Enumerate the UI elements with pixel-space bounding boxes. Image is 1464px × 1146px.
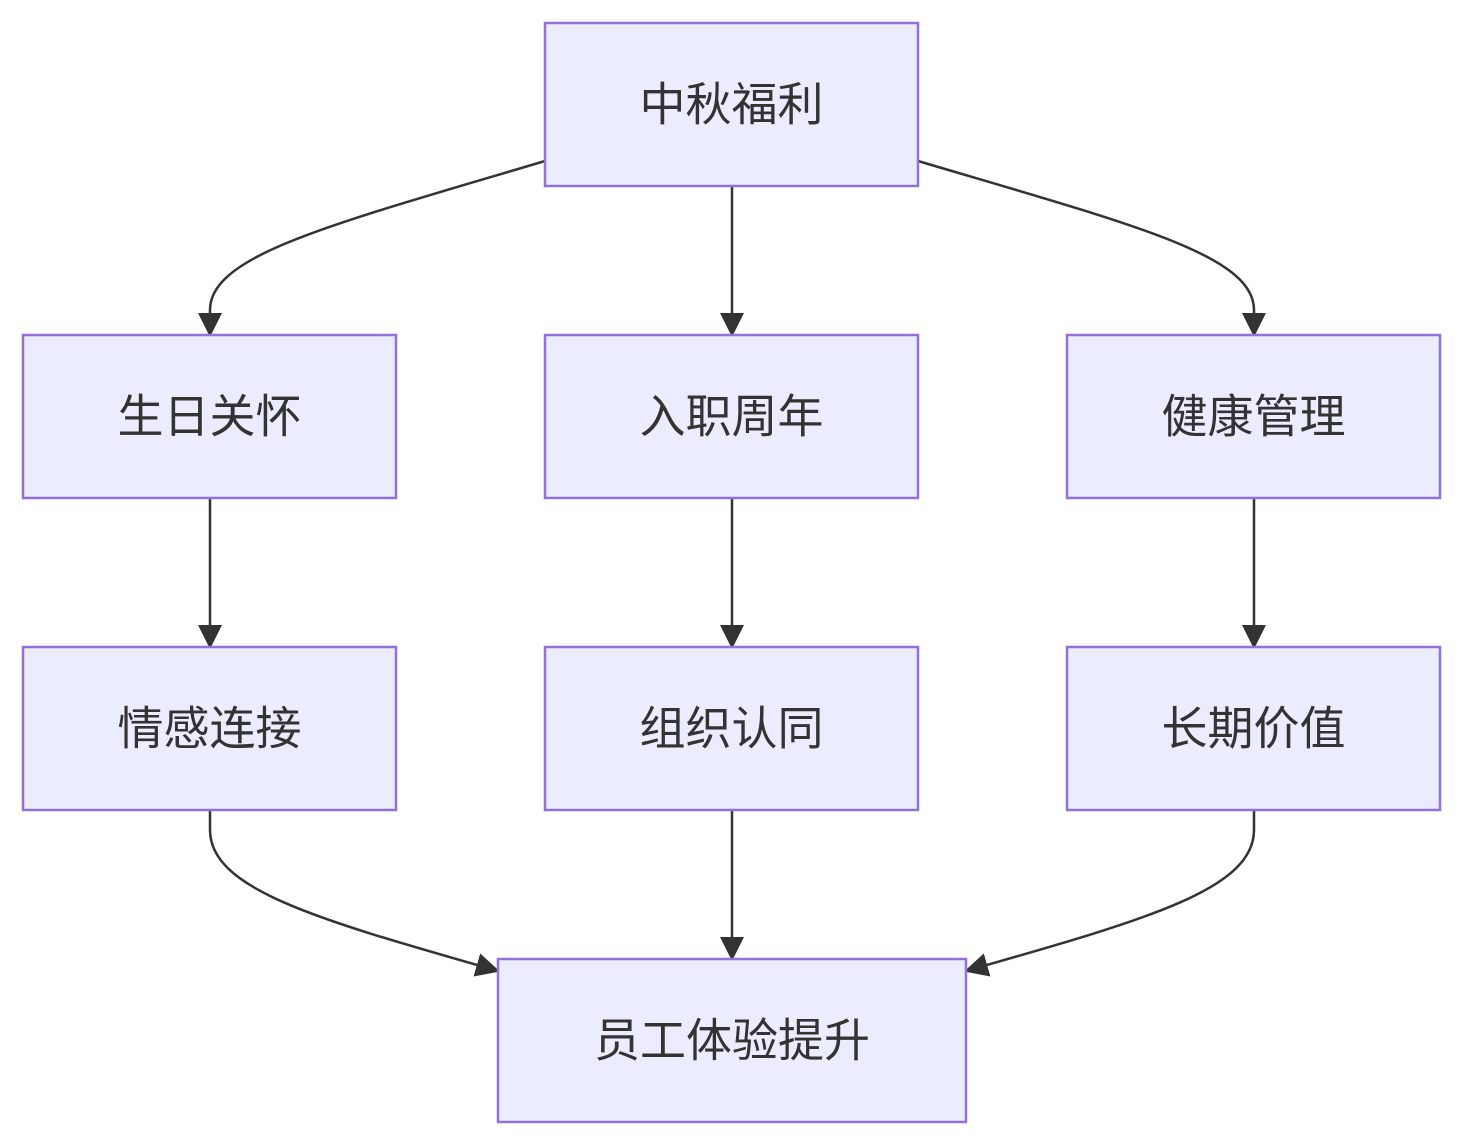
node-health-box — [1065, 333, 1442, 500]
edge-mid-autumn-to-health — [917, 159, 1266, 337]
node-experience-label: 员工体验提升 — [594, 1014, 870, 1068]
node-birthday-box — [21, 333, 398, 500]
node-emotion-box — [21, 645, 398, 812]
node-emotion: 情感连接 — [21, 645, 398, 812]
node-emotion-label: 情感连接 — [118, 702, 302, 756]
node-identity-label: 组织认同 — [640, 702, 824, 756]
node-health: 健康管理 — [1065, 333, 1442, 500]
node-long-term-label: 长期价值 — [1162, 702, 1346, 756]
node-mid-autumn-box — [543, 21, 920, 188]
node-anniversary-box — [543, 333, 920, 500]
node-identity: 组织认同 — [543, 645, 920, 812]
edge-long-term-to-experience — [964, 810, 1256, 977]
node-long-term-box — [1065, 645, 1442, 812]
node-anniversary: 入职周年 — [543, 333, 920, 500]
node-mid-autumn-label: 中秋福利 — [640, 78, 824, 132]
node-experience-box — [496, 957, 968, 1124]
node-experience: 员工体验提升 — [496, 957, 968, 1124]
node-mid-autumn: 中秋福利 — [543, 21, 920, 188]
node-birthday-label: 生日关怀 — [118, 390, 302, 444]
node-identity-box — [543, 645, 920, 812]
node-anniversary-label: 入职周年 — [640, 390, 824, 444]
node-long-term: 长期价值 — [1065, 645, 1442, 812]
node-health-label: 健康管理 — [1162, 390, 1346, 444]
node-birthday: 生日关怀 — [21, 333, 398, 500]
edge-emotion-to-experience — [208, 810, 500, 977]
edges — [198, 159, 1266, 977]
edge-mid-autumn-to-birthday — [198, 159, 546, 337]
